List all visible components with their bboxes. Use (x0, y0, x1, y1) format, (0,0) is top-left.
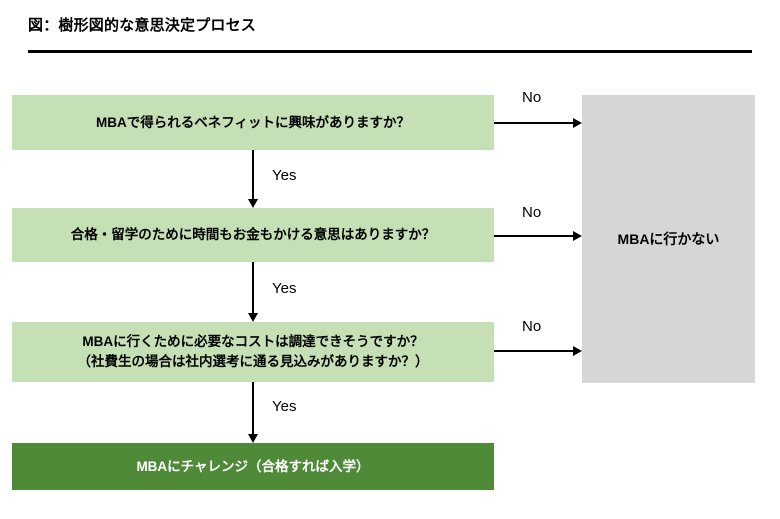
arrow-head-down-icon (248, 313, 258, 322)
arrow-head-right-icon (573, 231, 582, 241)
arrow-shaft (252, 150, 254, 199)
arrow-shaft (252, 262, 254, 313)
edge-label-yes-1: Yes (272, 167, 297, 184)
decision-node-q2[interactable]: 合格・留学のために時間もお金もかける意思はありますか？ (12, 208, 494, 262)
terminal-node-challenge[interactable]: MBAにチャレンジ（合格すれば入学） (12, 443, 494, 490)
terminal-node-no-mba[interactable]: MBAに行かない (582, 95, 755, 383)
edge-label-no-2: No (522, 204, 542, 221)
arrow-shaft (494, 122, 573, 124)
arrow-head-right-icon (573, 346, 582, 356)
decision-node-q3-label-line2: （社費生の場合は社内選考に通る見込みがありますか？） (77, 354, 429, 369)
decision-node-q1[interactable]: MBAで得られるベネフィットに興味がありますか？ (12, 95, 494, 150)
terminal-node-no-mba-label: MBAに行かない (617, 230, 720, 247)
edge-label-yes-3: Yes (272, 398, 297, 415)
decision-node-q1-label: MBAで得られるベネフィットに興味がありますか？ (96, 114, 410, 130)
terminal-node-challenge-label: MBAにチャレンジ（合格すれば入学） (136, 458, 370, 474)
arrow-head-down-icon (248, 199, 258, 208)
arrow-shaft (252, 382, 254, 434)
arrow-head-right-icon (573, 118, 582, 128)
arrow-shaft (494, 235, 573, 237)
decision-node-q3-label-line1: MBAに行くために必要なコストは調達できそうですか？ (82, 334, 424, 350)
decision-node-q3[interactable]: MBAに行くために必要なコストは調達できそうですか？ （社費生の場合は社内選考に… (12, 322, 494, 382)
edge-label-no-1: No (522, 89, 542, 106)
arrow-shaft (494, 350, 573, 352)
decision-node-q2-label: 合格・留学のために時間もお金もかける意思はありますか？ (70, 227, 436, 243)
edge-label-yes-2: Yes (272, 280, 297, 297)
arrow-head-down-icon (248, 434, 258, 443)
title-divider (28, 50, 752, 53)
figure-title: 図：樹形図的な意思決定プロセス (28, 17, 257, 34)
edge-label-no-3: No (522, 318, 542, 335)
